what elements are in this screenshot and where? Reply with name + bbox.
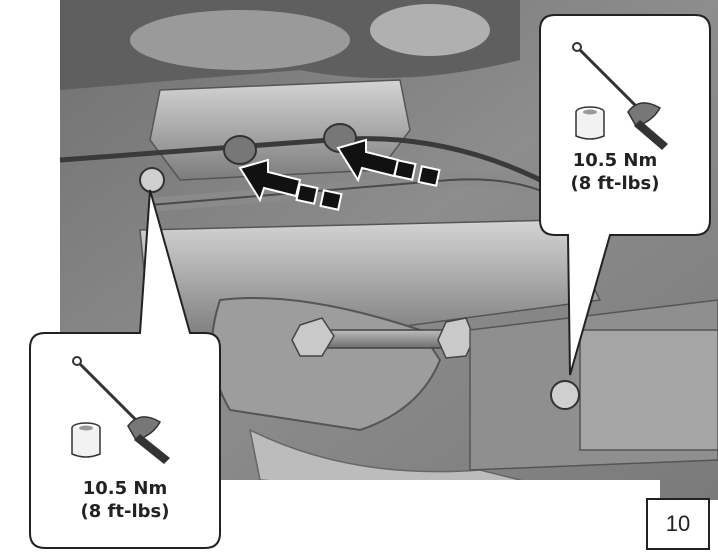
torque-spec-left: 10.5 Nm (8 ft-lbs) bbox=[55, 478, 195, 523]
torque-wrench-icon bbox=[572, 42, 668, 150]
fitting-left bbox=[223, 135, 257, 165]
page-number: 10 bbox=[646, 498, 710, 550]
torque-callout-left bbox=[29, 189, 221, 549]
torque-ftlbs: (8 ft-lbs) bbox=[80, 500, 170, 522]
frame-bolt bbox=[550, 380, 580, 410]
torque-wrench-icon bbox=[72, 356, 170, 464]
torque-ftlbs: (8 ft-lbs) bbox=[570, 172, 660, 194]
torque-callout-right bbox=[539, 14, 711, 376]
socket-icon bbox=[71, 422, 101, 458]
direction-arrow-icon bbox=[336, 138, 441, 187]
bracket-bolt bbox=[139, 167, 165, 193]
torque-nm: 10.5 Nm bbox=[82, 478, 168, 499]
direction-arrow-icon bbox=[238, 158, 343, 211]
socket-icon bbox=[575, 106, 605, 140]
torque-spec-right: 10.5 Nm (8 ft-lbs) bbox=[545, 150, 685, 195]
torque-nm: 10.5 Nm bbox=[572, 150, 658, 171]
